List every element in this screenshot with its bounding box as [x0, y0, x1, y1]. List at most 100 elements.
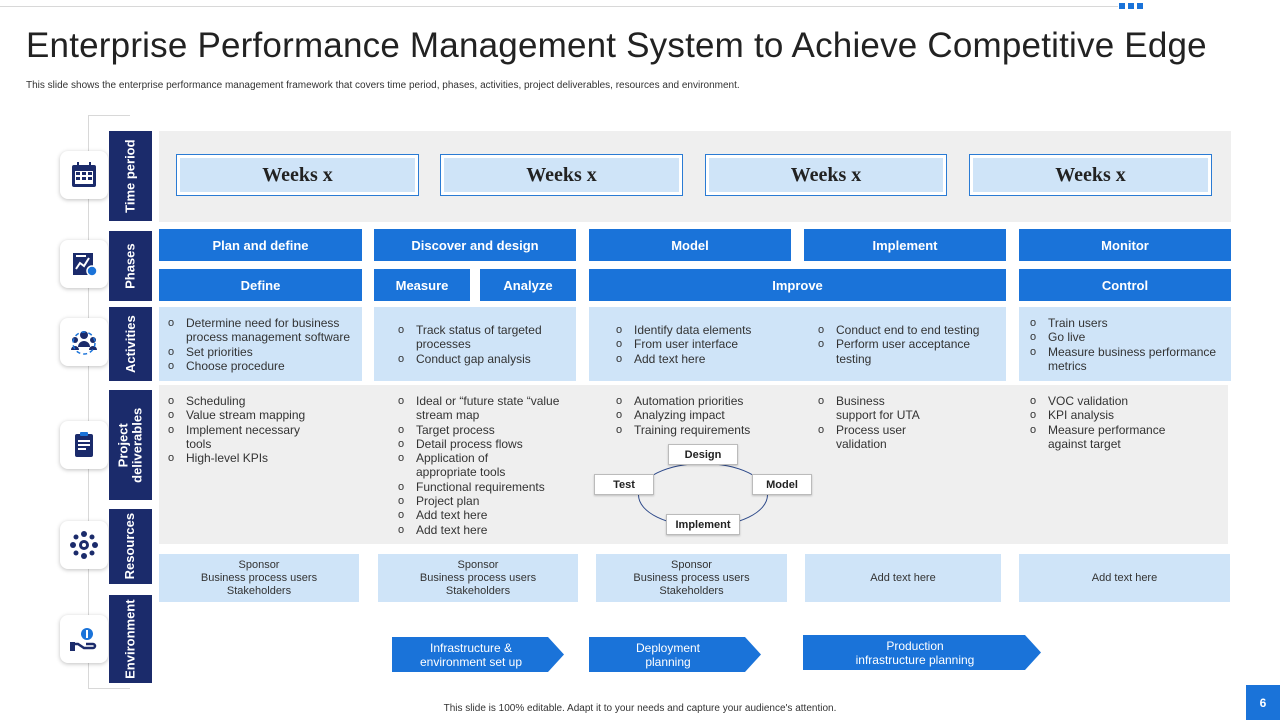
- resource-cell: Add text here: [805, 554, 1001, 602]
- resource-cell: Sponsor Business process users Stakehold…: [159, 554, 359, 602]
- environment-arrow-deployment: Deployment planning: [589, 637, 761, 672]
- activities-list-implement: Conduct end to end testing Perform user …: [818, 323, 998, 366]
- list-item: Project plan: [398, 494, 573, 509]
- resource-line: Sponsor: [671, 558, 712, 571]
- week-box: Weeks x: [705, 154, 947, 196]
- list-item: Automation priorities: [616, 394, 796, 409]
- list-item: Identify data elements: [616, 323, 796, 338]
- resource-line: Business process users: [633, 571, 750, 584]
- slide-subtitle: This slide shows the enterprise performa…: [26, 80, 740, 91]
- page-number: 6: [1246, 685, 1280, 720]
- list-item: Conduct end to end testing: [818, 323, 998, 338]
- deliverables-list-measure-analyze: Ideal or “future state “value stream map…: [398, 394, 573, 537]
- top-divider: [0, 6, 1118, 7]
- arrow-line: Infrastructure &: [429, 640, 513, 655]
- list-item: Perform user acceptance testing: [818, 337, 998, 366]
- arrow-line: Deployment: [635, 640, 701, 655]
- list-item: Measure performance against target: [1030, 423, 1170, 452]
- arrow-line: environment set up: [419, 654, 523, 669]
- row-label-environment: Environment: [109, 595, 152, 683]
- week-box: Weeks x: [176, 154, 419, 196]
- list-item: Target process: [398, 423, 573, 438]
- resource-line: Business process users: [200, 571, 318, 584]
- phase-plan-and-define: Plan and define: [159, 229, 362, 261]
- activities-list-define: Determine need for business process mana…: [168, 316, 358, 373]
- phase-model: Model: [589, 229, 791, 261]
- resource-line: Add text here: [1091, 571, 1158, 584]
- week-box: Weeks x: [969, 154, 1212, 196]
- phase-implement: Implement: [804, 229, 1006, 261]
- resource-line: Sponsor: [457, 558, 499, 571]
- list-item: High-level KPIs: [168, 451, 353, 466]
- list-item: From user interface: [616, 337, 796, 352]
- cycle-node-test: Test: [594, 474, 654, 495]
- list-item: Choose procedure: [168, 359, 358, 374]
- row-label-time-period: Time period: [109, 131, 152, 221]
- calendar-icon: [60, 151, 108, 199]
- row-label-resources: Resources: [109, 509, 152, 584]
- list-item: Value stream mapping: [168, 408, 353, 423]
- resource-cell: Add text here: [1019, 554, 1230, 602]
- subphase-measure: Measure: [374, 269, 470, 301]
- list-item: Training requirements: [616, 423, 796, 438]
- list-item: Application of appropriate tools: [398, 451, 528, 480]
- subphase-analyze: Analyze: [480, 269, 576, 301]
- list-item: Go live: [1030, 330, 1225, 345]
- activities-list-model: Identify data elements From user interfa…: [616, 323, 796, 366]
- footer-note: This slide is 100% editable. Adapt it to…: [443, 703, 837, 714]
- resource-cell: Sponsor Business process users Stakehold…: [378, 554, 578, 602]
- list-item: Business support for UTA: [818, 394, 928, 423]
- list-item: Measure business performance metrics: [1030, 345, 1225, 374]
- list-item: Detail process flows: [398, 437, 573, 452]
- network-gear-icon: [60, 521, 108, 569]
- list-item: Add text here: [398, 523, 573, 538]
- activities-list-measure: Track status of targeted processes Condu…: [398, 323, 568, 366]
- list-item: Analyzing impact: [616, 408, 796, 423]
- arrow-line: planning: [645, 654, 691, 669]
- subphase-define: Define: [159, 269, 362, 301]
- resource-cell: Sponsor Business process users Stakehold…: [596, 554, 787, 602]
- cycle-node-implement: Implement: [666, 514, 740, 535]
- corner-decoration: [1119, 3, 1143, 9]
- team-icon: [60, 318, 108, 366]
- row-label-phases: Phases: [109, 231, 152, 301]
- resource-line: Business process users: [419, 571, 537, 584]
- resource-line: Stakeholders: [445, 584, 511, 597]
- activities-list-monitor: Train users Go live Measure business per…: [1030, 316, 1225, 373]
- subphase-improve: Improve: [589, 269, 1006, 301]
- list-item: Determine need for business process mana…: [168, 316, 358, 345]
- resource-line: Stakeholders: [226, 584, 292, 597]
- list-item: Train users: [1030, 316, 1225, 331]
- subphase-control: Control: [1019, 269, 1231, 301]
- row-label-activities: Activities: [109, 307, 152, 381]
- list-item: KPI analysis: [1030, 408, 1170, 423]
- list-item: Functional requirements: [398, 480, 573, 495]
- cycle-node-design: Design: [668, 444, 738, 465]
- list-item: Conduct gap analysis: [398, 352, 568, 367]
- resource-line: Stakeholders: [659, 584, 724, 597]
- cycle-node-model: Model: [752, 474, 812, 495]
- resource-line: Sponsor: [238, 558, 280, 571]
- resource-line: Add text here: [870, 571, 936, 584]
- list-item: Add text here: [616, 352, 796, 367]
- deliverables-list-model: Automation priorities Analyzing impact T…: [616, 394, 796, 437]
- list-item: Implement necessary tools: [168, 423, 308, 452]
- row-connector-bracket: [88, 115, 130, 689]
- list-item: Process user validation: [818, 423, 928, 452]
- clipboard-icon: [60, 421, 108, 469]
- list-item: VOC validation: [1030, 394, 1170, 409]
- list-item: Track status of targeted processes: [398, 323, 568, 352]
- phase-discover-and-design: Discover and design: [374, 229, 576, 261]
- deliverables-list-define: Scheduling Value stream mapping Implemen…: [168, 394, 353, 466]
- arrow-line: infrastructure planning: [855, 652, 975, 667]
- slide-title: Enterprise Performance Management System…: [26, 26, 1207, 65]
- hand-money-icon: [60, 615, 108, 663]
- list-item: Scheduling: [168, 394, 353, 409]
- list-item: Add text here: [398, 508, 573, 523]
- week-box: Weeks x: [440, 154, 683, 196]
- phase-monitor: Monitor: [1019, 229, 1231, 261]
- list-item: Set priorities: [168, 345, 358, 360]
- list-item: Ideal or “future state “value stream map: [398, 394, 573, 423]
- environment-arrow-production: Production infrastructure planning: [803, 635, 1041, 670]
- document-chart-icon: [60, 240, 108, 288]
